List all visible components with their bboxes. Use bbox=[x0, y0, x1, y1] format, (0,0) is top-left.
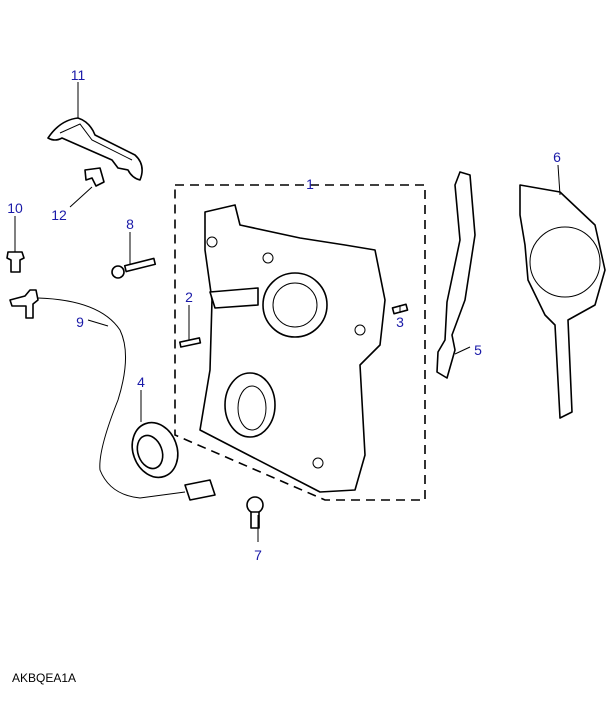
bracket-part bbox=[47, 117, 143, 181]
callout-4: 4 bbox=[137, 374, 145, 390]
clip-part bbox=[84, 167, 105, 187]
bolt-part-8 bbox=[111, 257, 157, 279]
callout-1: 1 bbox=[306, 176, 314, 192]
callout-3: 3 bbox=[396, 314, 404, 330]
front-cover-part bbox=[199, 204, 386, 493]
callout-2: 2 bbox=[185, 289, 193, 305]
sensor-part bbox=[9, 289, 216, 501]
leader-lines bbox=[14, 82, 561, 542]
gasket-part-6 bbox=[519, 184, 606, 419]
callout-6: 6 bbox=[553, 149, 561, 165]
callout-7: 7 bbox=[254, 547, 262, 563]
diagram-code: AKBQEA1A bbox=[12, 671, 77, 685]
callout-8: 8 bbox=[126, 216, 134, 232]
assembly-boundary bbox=[174, 184, 426, 501]
gasket-part-5 bbox=[436, 171, 476, 379]
callout-9: 9 bbox=[76, 314, 84, 330]
callout-10: 10 bbox=[7, 200, 23, 216]
screw-part bbox=[6, 251, 25, 273]
bolt-part-7 bbox=[246, 496, 264, 529]
callout-12: 12 bbox=[51, 207, 67, 223]
stud-part bbox=[179, 337, 202, 348]
oil-seal-part bbox=[131, 421, 179, 479]
callout-5: 5 bbox=[474, 342, 482, 358]
callout-11: 11 bbox=[71, 67, 86, 83]
